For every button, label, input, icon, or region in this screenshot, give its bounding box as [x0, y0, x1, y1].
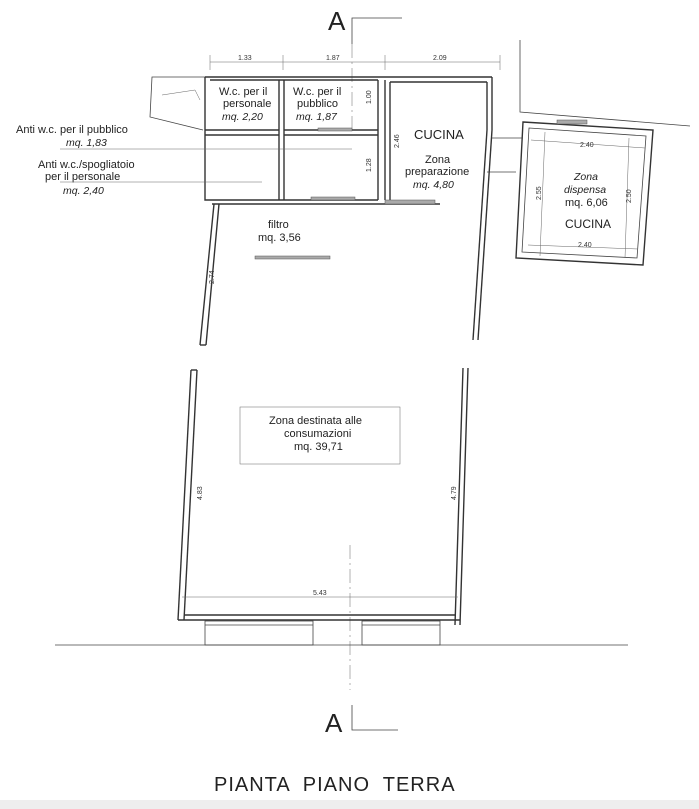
svg-text:mq. 6,06: mq. 6,06 [565, 197, 608, 209]
svg-text:W.c. per il: W.c. per il [293, 86, 341, 98]
dim-disp-bottom: 2.40 [578, 242, 592, 249]
svg-text:CUCINA: CUCINA [565, 217, 611, 231]
svg-text:Zona destinata alle: Zona destinata alle [269, 415, 362, 427]
entrance-openings [204, 620, 441, 646]
svg-text:mq. 4,80: mq. 4,80 [413, 179, 454, 191]
svg-text:mq. 1,83: mq. 1,83 [66, 137, 107, 149]
room-wc-personale: W.c. per il personale mq. 2,20 [219, 86, 271, 123]
dim-wc-pub-h: 1.00 [366, 90, 373, 104]
room-anti-pubblico: Anti w.c. per il pubblico mq. 1,83 [16, 124, 352, 150]
svg-text:per il personale: per il personale [45, 171, 120, 183]
dim-anti-pub-h: 1.28 [366, 158, 373, 172]
room-cucina: CUCINA Zona preparazione mq. 4,80 [405, 127, 469, 191]
upper-rooms-walls [204, 76, 493, 205]
svg-text:mq. 39,71: mq. 39,71 [294, 441, 343, 453]
section-mark-bottom: A [325, 708, 343, 738]
main-room-walls [177, 129, 493, 626]
bottom-strip [0, 800, 699, 809]
dim-right-lower: 4.79 [451, 486, 458, 500]
section-line-bottom [351, 705, 398, 731]
dim-bottom-width: 5.43 [313, 590, 327, 597]
dim-top-2: 1.87 [326, 55, 340, 62]
section-line-top [351, 17, 402, 44]
neighbour-outline-right [519, 40, 691, 127]
room-filtro: filtro mq. 3,56 [258, 219, 301, 244]
dim-top-3: 2.09 [433, 55, 447, 62]
svg-text:Zona: Zona [425, 154, 451, 166]
dim-cucina-h: 2.46 [394, 134, 401, 148]
room-anti-personale: Anti w.c./spogliatoio per il personale m… [38, 159, 262, 197]
svg-text:mq. 1,87: mq. 1,87 [296, 111, 338, 123]
svg-text:mq. 2,40: mq. 2,40 [63, 185, 104, 197]
dim-disp-right: 2.50 [626, 189, 633, 203]
svg-text:mq. 3,56: mq. 3,56 [258, 232, 301, 244]
svg-text:Anti w.c. per il pubblico: Anti w.c. per il pubblico [16, 124, 128, 136]
room-consumazioni: Zona destinata alle consumazioni mq. 39,… [239, 406, 401, 465]
svg-text:personale: personale [223, 98, 271, 110]
svg-text:consumazioni: consumazioni [284, 428, 351, 440]
room-wc-pubblico: W.c. per il pubblico mq. 1,87 [293, 86, 341, 123]
svg-text:filtro: filtro [268, 219, 289, 231]
svg-text:dispensa: dispensa [564, 184, 606, 196]
kitchen-counter [384, 199, 436, 205]
section-mark-top: A [328, 6, 346, 36]
dim-top-1: 1.33 [238, 55, 252, 62]
room-dispensa: Zona dispensa mq. 6,06 CUCINA [564, 171, 611, 231]
svg-text:pubblico: pubblico [297, 98, 338, 110]
neighbour-outline-left [149, 76, 205, 131]
dim-left-lower: 4.83 [197, 486, 204, 500]
page-title: PIANTA PIANO TERRA [214, 774, 456, 796]
svg-text:mq. 2,20: mq. 2,20 [222, 111, 263, 123]
dim-disp-top: 2.40 [580, 142, 594, 149]
svg-text:Zona: Zona [573, 171, 598, 183]
dim-left-upper: 2.74 [209, 270, 216, 284]
svg-text:Anti w.c./spogliatoio: Anti w.c./spogliatoio [38, 159, 135, 171]
filtro-counter [254, 255, 331, 260]
svg-text:preparazione: preparazione [405, 166, 469, 178]
top-dimension-line: 1.33 1.87 2.09 [209, 55, 501, 70]
svg-text:CUCINA: CUCINA [414, 127, 464, 142]
svg-text:W.c. per il: W.c. per il [219, 86, 267, 98]
dispensa-walls [487, 119, 654, 266]
dim-disp-left: 2.55 [536, 186, 543, 200]
